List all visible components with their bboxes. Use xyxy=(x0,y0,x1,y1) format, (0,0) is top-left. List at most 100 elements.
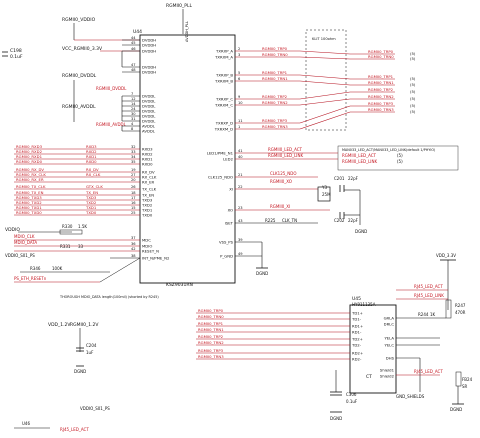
rgmii-net-label: RGMII0_TX_EN xyxy=(16,190,44,195)
u44-mgmt-pin-number: 42 xyxy=(131,247,136,251)
u44-rx-pin-number: 25 xyxy=(131,211,136,215)
u44-misc-pin-number: 40 xyxy=(238,155,243,159)
u45-left-pin: TD1- xyxy=(351,317,362,322)
rgmii-short-label: TXD1 xyxy=(85,205,97,210)
trp-net-label: RGMII0_TRP0 xyxy=(262,46,288,51)
trp-out-label: RGMII0_TRN2 xyxy=(368,94,394,99)
reset-net2: PS_ETH_RESETn xyxy=(14,276,47,281)
u44-misc-pin-number: 23 xyxy=(238,206,243,210)
u45-left-net: RGMII0_TRN0 xyxy=(198,314,224,319)
c204-val: 1uF xyxy=(86,350,94,355)
u44-power-pin-number: 7 xyxy=(131,92,133,96)
net-dvddl: RGMII0_DVDDL xyxy=(62,73,97,79)
rgmii-net-label: RGMII0_TXD1 xyxy=(16,205,42,210)
vdd12-area: VDD_1.2V RGMII0_1.2V C204 1uF DGND xyxy=(48,322,99,374)
trp-out-ref: (5) xyxy=(410,82,416,87)
rgmii-short-label: TXD0 xyxy=(85,210,97,215)
u44-mgmt-pin-name: MDIO xyxy=(142,244,152,249)
dgnd-c306: DGND xyxy=(330,416,342,421)
c198-value: 0.1uF xyxy=(10,54,23,60)
rgmii-short-label: RX_CLK xyxy=(86,172,101,177)
u44-misc-pin-number: 49 xyxy=(238,252,243,256)
u45-left-pin: RD1- xyxy=(352,330,362,335)
u44-right-pin-name: TXRXP_B xyxy=(215,73,233,78)
u45-right-pin: DHS xyxy=(386,356,395,361)
bottom-led-act: RJ45_LED_ACT xyxy=(60,427,89,432)
u45-left-pin: TD2+ xyxy=(351,337,363,342)
led-link-out: RGMII0_LED_LINK xyxy=(342,159,377,164)
net-vcc33: VCC_RGMII0_3.3V xyxy=(62,46,103,52)
rgmii-net-label: RGMII0_TXD0 xyxy=(16,210,42,215)
trp-out-ref: (5) xyxy=(410,109,416,114)
rgmii-short-label: RX_DV xyxy=(86,167,99,172)
dgnd-u44: DGND xyxy=(256,271,268,276)
vdd12-net: RGMII0_1.2V xyxy=(70,322,99,328)
y3-ref: Y3 xyxy=(321,185,327,190)
dgnd-rj45: DGND xyxy=(450,407,462,412)
net-dvddl-short: RGMII0_DVDDL xyxy=(96,86,127,91)
u44-rx-pin-number: 16 xyxy=(131,201,136,205)
rgmii-net-label: RGMII0_TXD2 xyxy=(16,200,42,205)
u44-rx-pin-name: TXD1 xyxy=(141,208,153,213)
u44-power-pin-number: 4 xyxy=(131,122,134,126)
clk125-net: CLK125_NDO xyxy=(270,171,297,176)
u44-power-pin-number: 14 xyxy=(131,102,136,106)
u44-power-pin-number: 46 xyxy=(131,47,136,51)
reset-net: VDDIO_S01_PS xyxy=(5,253,35,258)
y3-val: 25M xyxy=(322,192,331,197)
c202-ref: C202 xyxy=(334,218,345,223)
clk-in-net: RGMII0_XO xyxy=(270,179,292,184)
rgmii-short-label: RXD1 xyxy=(86,154,97,159)
u44-rx-pin-name: TXD2 xyxy=(141,203,153,208)
rgmii-short-label: RXD2 xyxy=(86,149,97,154)
trp-net-label: RGMII0_TRP2 xyxy=(262,94,288,99)
u44-power-pin-name: DVDDH xyxy=(142,49,156,54)
note-box-text: KLIT 100ohm xyxy=(312,37,336,41)
r244-val: 1K xyxy=(430,312,436,317)
u44-part: KSZ9031RN xyxy=(166,282,193,288)
u44-right-pin-name: TXRXM_D xyxy=(214,127,233,132)
trp-out-ref: (5) xyxy=(410,76,416,81)
xi-net: RGMII0_XI xyxy=(270,204,290,209)
note-mdio: THOROUGH MDIO_DATA length(100mil) (short… xyxy=(59,295,159,299)
c306-val: 0.1uF xyxy=(346,399,358,404)
u44-power-pin-number: 47 xyxy=(131,63,136,67)
trp-net-label: RGMII0_TRN0 xyxy=(262,52,288,57)
u44-right-pin-number: 10 xyxy=(238,101,243,105)
trp-out-label: RGMII0_TRP2 xyxy=(368,87,394,92)
u45-left-net: RGMII0_TRP0 xyxy=(198,308,224,313)
u45-right-pin: YELC xyxy=(385,343,395,348)
u44-mgmt-pin-name: INT_N/PME_N2 xyxy=(142,256,170,261)
bottom-vddio: VDDIO_S01_PS xyxy=(80,406,110,411)
u45-left-pin: TD2- xyxy=(351,343,362,348)
u44-power-pin-name: DVDDH xyxy=(142,70,156,75)
u44-power-pin-number: 48 xyxy=(131,68,136,72)
cap-c198: C198 0.1uF xyxy=(2,48,23,60)
r225-ref: R225 xyxy=(265,218,276,223)
u44-right-pin-name: TXRXP_D xyxy=(215,121,233,126)
rgmii-net-label: RGMII0_RXD2 xyxy=(16,149,43,154)
trp-out-ref: (5) xyxy=(410,89,416,94)
trp-out-ref: (5) xyxy=(410,103,416,108)
u44-right-pin-number: 11 xyxy=(238,119,243,123)
u44-rx-pin-number: 33 xyxy=(131,150,136,154)
net-avddl-short: RGMII0_AVDDL xyxy=(96,122,127,127)
u44-mgmt-pin-name: RESET_N xyxy=(142,249,159,254)
mdio-data-net: MDIO_DATA xyxy=(14,240,37,245)
u44-rx-pin-name: RX_ER xyxy=(142,180,155,185)
u44-power-pin-number: 12 xyxy=(131,97,136,101)
u44-right-pin-name: TXRXP_C xyxy=(215,97,233,102)
u44-rx-pin-number: 32 xyxy=(131,145,136,149)
rgmii-short-label: TXD2 xyxy=(85,200,97,205)
rj45-act-2: RJ45_LED_ACT xyxy=(414,369,443,374)
trp-out-label: RGMII0_TRN3 xyxy=(368,107,394,112)
